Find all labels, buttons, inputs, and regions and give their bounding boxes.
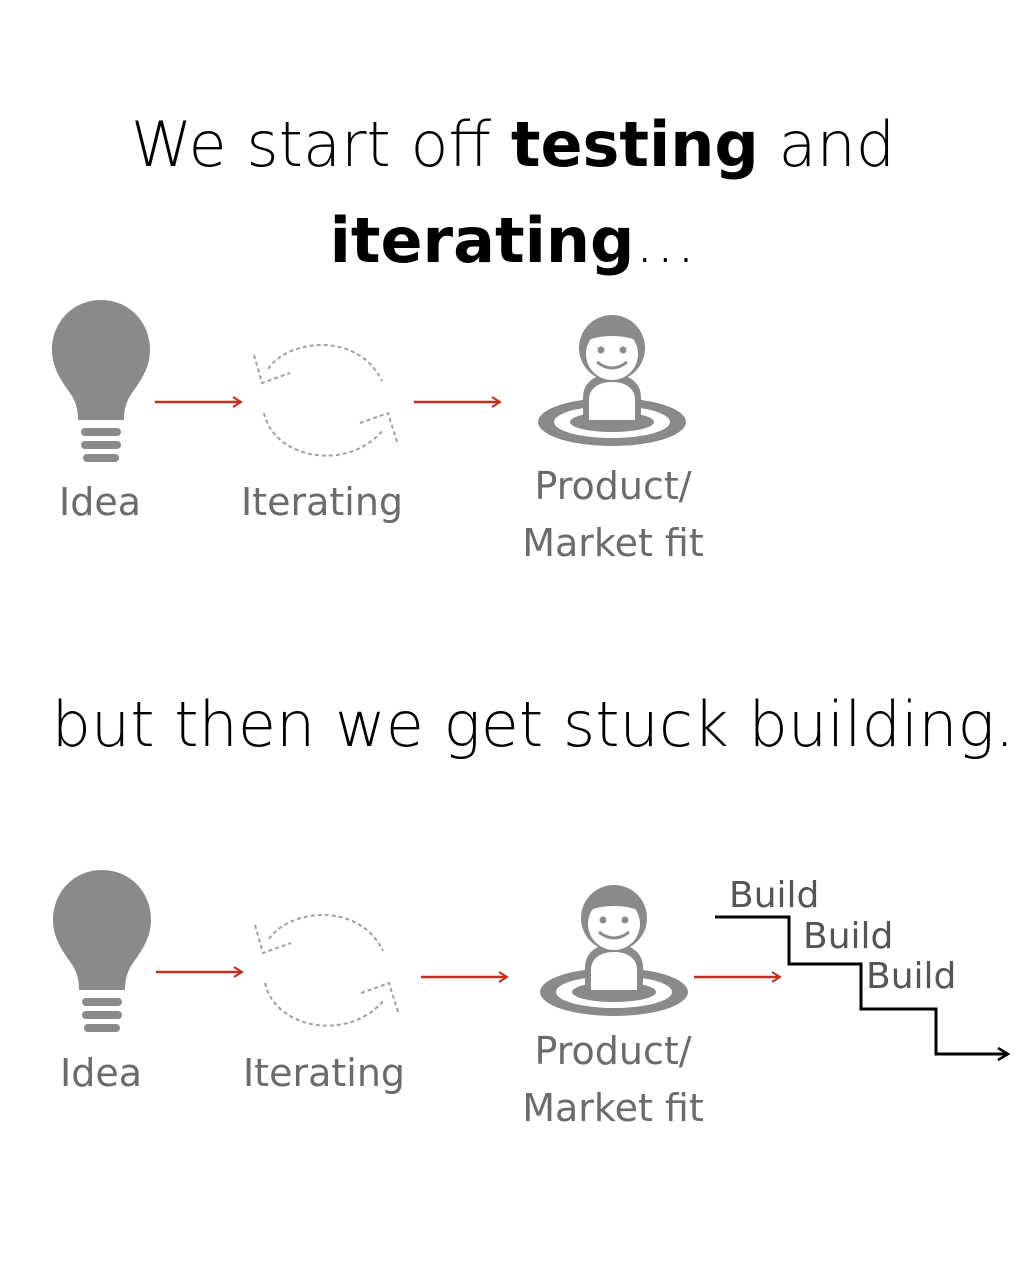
headline-bottom: but then we get stuck building. — [51, 688, 1015, 761]
label-idea-top: Idea — [59, 480, 141, 524]
headline-top-middle: and — [758, 108, 896, 181]
headline-top-suffix: … — [634, 204, 697, 277]
headline-top-prefix: We start off — [130, 108, 511, 181]
lightbulb-icon — [52, 300, 150, 462]
arrow-fit-to-build — [694, 971, 782, 983]
lightbulb-icon — [53, 870, 151, 1032]
label-fit-line2-bottom: Market fit — [522, 1086, 704, 1130]
build-step-label-2: Build — [803, 916, 894, 957]
cycle-icon — [253, 344, 399, 457]
build-step-label-3: Build — [866, 956, 957, 997]
label-iterating-bottom: Iterating — [242, 1051, 406, 1095]
label-fit-line1-top: Product/ — [534, 464, 692, 508]
cycle-icon — [254, 914, 400, 1027]
arrow-idea-to-iterating — [155, 396, 243, 408]
arrow-iterating-to-fit — [414, 396, 502, 408]
person-on-target-icon — [538, 315, 686, 446]
label-idea-bottom: Idea — [60, 1051, 142, 1095]
arrow-idea-to-iterating — [156, 966, 244, 978]
label-fit-line1-bottom: Product/ — [534, 1029, 692, 1073]
headline-top-bold-testing: testing — [510, 108, 759, 181]
label-iterating-top: Iterating — [240, 480, 404, 524]
build-step-label-1: Build — [729, 875, 820, 916]
headline-top-bold-iterating: iterating — [329, 204, 635, 277]
label-fit-line2-top: Market fit — [522, 521, 704, 565]
person-on-target-icon — [540, 885, 688, 1016]
arrow-iterating-to-fit — [421, 971, 509, 983]
headline-top: We start off testing and iterating… — [0, 97, 1026, 289]
build-staircase — [715, 915, 1011, 1062]
